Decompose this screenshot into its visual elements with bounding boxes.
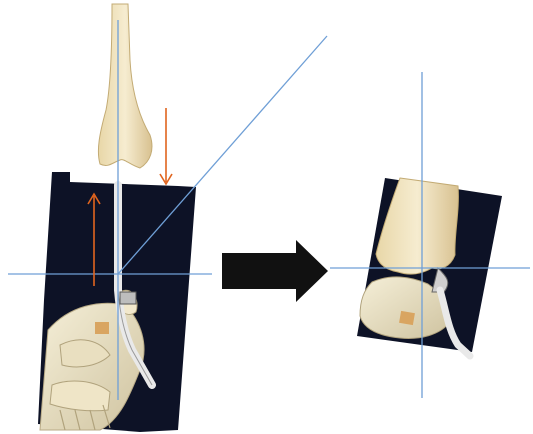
down-arrow-icon	[160, 108, 172, 184]
tibia-bone	[98, 4, 152, 168]
rod-clamp	[120, 292, 136, 304]
left-photo-panel	[38, 172, 196, 432]
right-arrow-icon	[222, 240, 328, 302]
right-photo-panel	[357, 178, 502, 356]
ligament-patch	[95, 322, 109, 334]
right-ligament-patch	[399, 311, 415, 325]
